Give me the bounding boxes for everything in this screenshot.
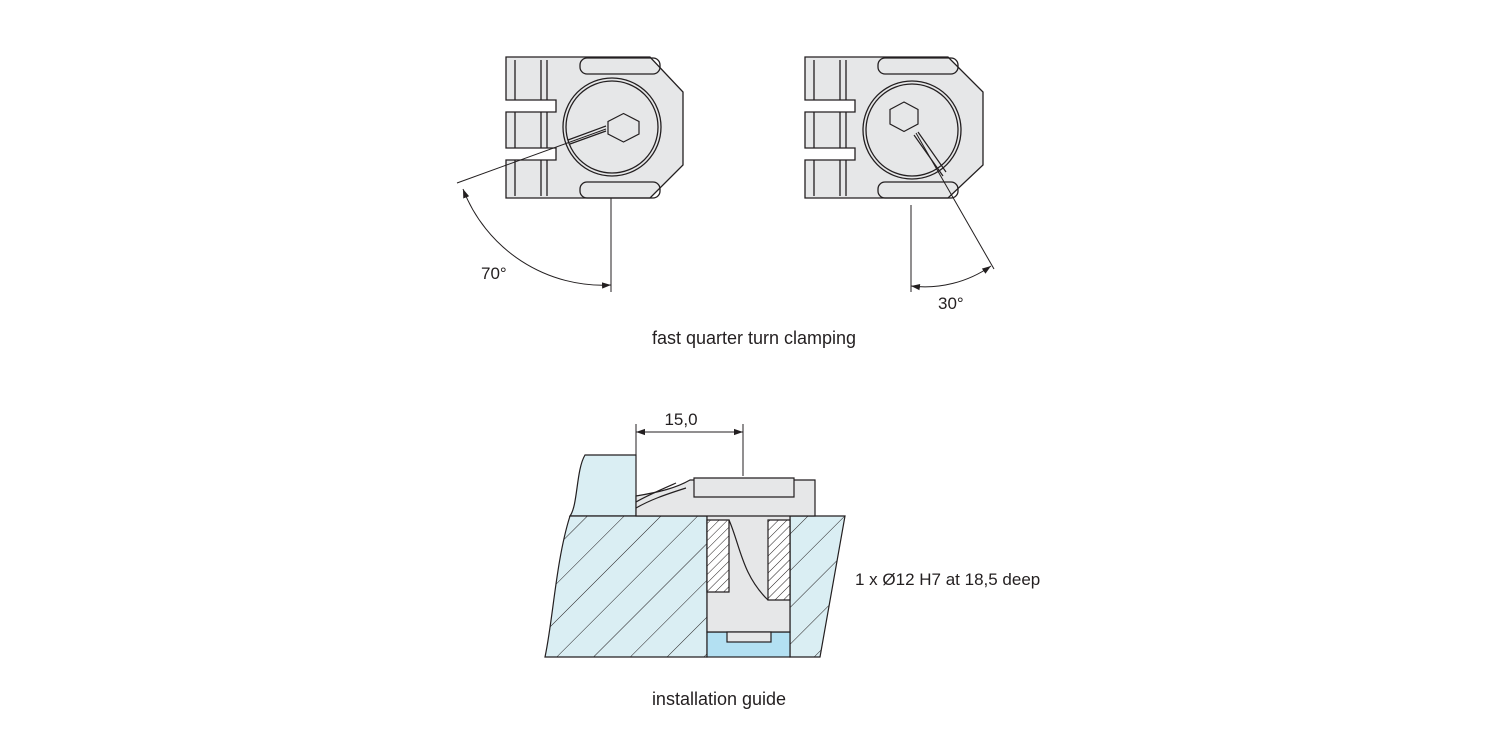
right-angle-label: 30° — [938, 294, 964, 313]
width-dimension-label: 15,0 — [664, 410, 697, 429]
hex-socket-icon — [607, 112, 640, 143]
hole-note: 1 x Ø12 H7 at 18,5 deep — [855, 570, 1040, 589]
section-view — [544, 454, 846, 658]
hex-socket-icon — [889, 101, 919, 133]
left-angle-label: 70° — [481, 264, 507, 283]
left-angle-dimension — [456, 128, 612, 292]
section-caption: installation guide — [652, 689, 786, 709]
right-clamp — [804, 56, 984, 199]
left-clamp — [505, 56, 684, 199]
width-dimension — [635, 424, 744, 476]
top-caption: fast quarter turn clamping — [652, 328, 856, 348]
right-angle-dimension — [910, 132, 995, 292]
